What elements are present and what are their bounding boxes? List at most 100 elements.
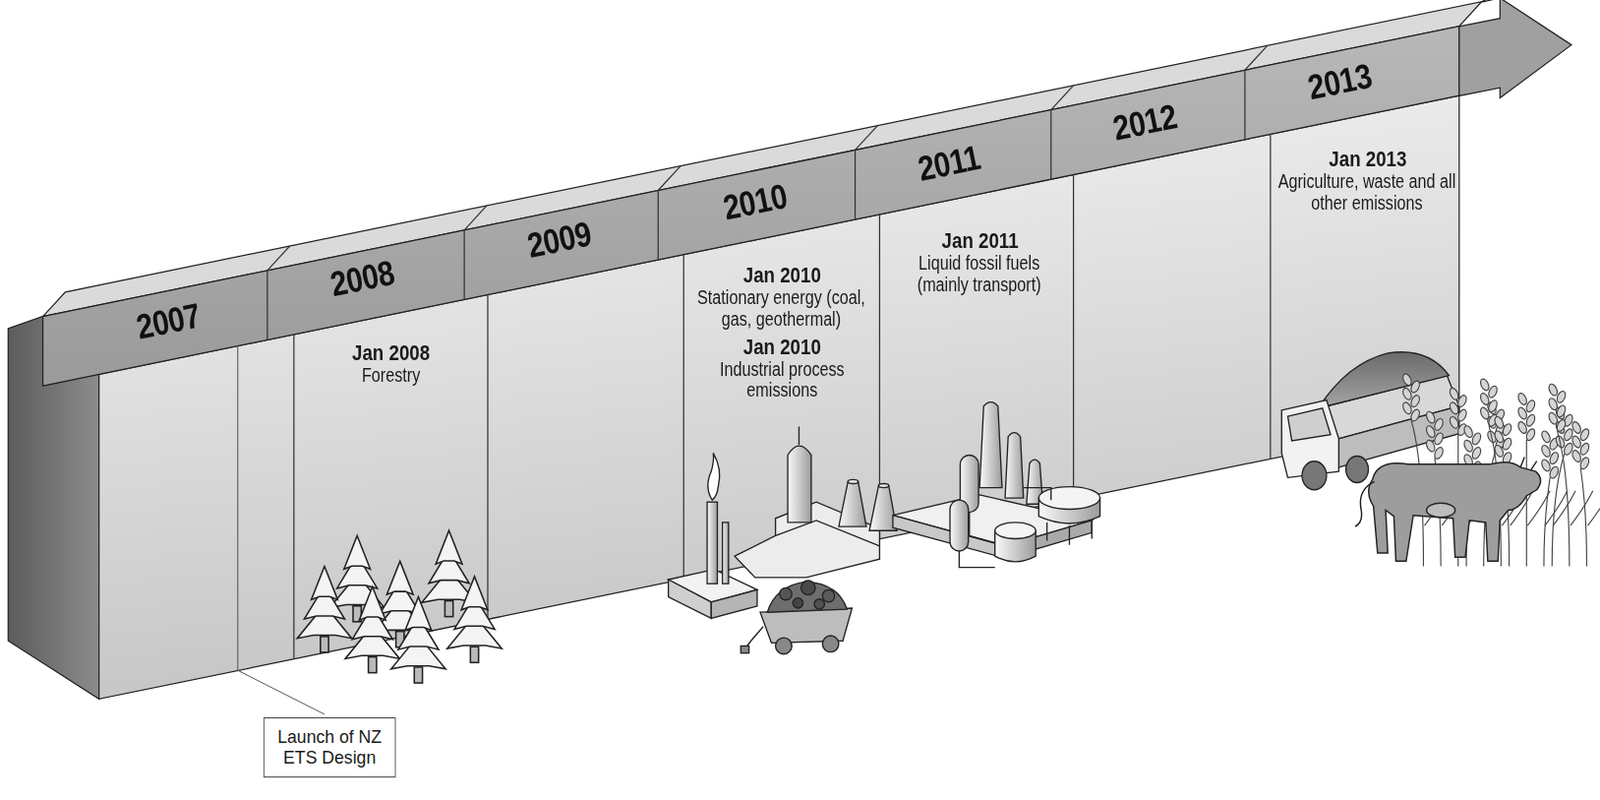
forestry-trees-part	[435, 530, 463, 564]
factory-illustration-part	[801, 580, 817, 595]
wheat-crop-part	[1551, 453, 1564, 566]
wheat-crop-part	[1526, 439, 1528, 567]
wheat-crop-part	[1471, 431, 1483, 446]
refinery-illustration-part	[1023, 487, 1052, 500]
year-dividers-part	[464, 205, 487, 231]
year-dividers-part	[1269, 133, 1271, 459]
refinery-illustration-part	[1068, 525, 1070, 545]
year-dividers-part	[1244, 69, 1245, 140]
year-dividers-part	[683, 254, 685, 580]
wheat-crop-part	[1546, 411, 1559, 425]
factory-illustration-part	[878, 483, 889, 488]
wheat-crop-part	[1456, 408, 1469, 422]
sector-description: Agriculture, waste and all other emissio…	[1276, 171, 1459, 214]
wheat-crop-part	[1432, 445, 1445, 460]
wheat-crop-part	[1409, 379, 1422, 394]
factory-illustration-part	[814, 598, 825, 609]
wheat-crop-part	[1516, 406, 1529, 420]
year-dividers-part	[1050, 110, 1052, 180]
year-dividers	[267, 45, 1271, 658]
wheat-crop-part	[1448, 414, 1461, 429]
factory-illustration-part	[787, 445, 812, 523]
forestry-trees-part	[311, 566, 339, 600]
cow-part	[1426, 502, 1456, 518]
factory-illustration	[668, 425, 897, 653]
wheat-crop-part	[1540, 429, 1552, 444]
forestry-trees	[296, 530, 502, 683]
factory-illustration-part	[779, 587, 792, 599]
refinery-illustration-part	[949, 499, 969, 551]
sector-date: Jan 2011	[902, 228, 1057, 253]
wheat-crop-part	[1547, 450, 1560, 465]
strip-front	[43, 26, 1460, 387]
strip-top	[43, 1, 1482, 317]
forestry-trees-part	[320, 636, 329, 652]
arrow-top	[1481, 0, 1511, 2]
wheat-crop-part	[1432, 431, 1445, 446]
sector-description: Liquid fossil fuels (mainly transport)	[897, 252, 1062, 296]
wheat-crop-part	[1516, 419, 1529, 434]
wheat-crop-part	[1570, 419, 1583, 434]
callout-box: Launch of NZ ETS Design	[263, 716, 397, 777]
factory-illustration-part	[722, 522, 729, 584]
waste-truck-part	[1346, 456, 1369, 483]
factory-illustration-part	[798, 425, 800, 445]
wheat-crop-part	[1492, 414, 1505, 429]
forestry-trees-part	[405, 596, 432, 631]
sector-panel-text: Jan 2010Stationary energy (coal, gas, ge…	[669, 258, 894, 402]
sector-description: Industrial process emissions	[705, 358, 859, 402]
wheat-crop-part	[1479, 391, 1491, 406]
wheat-crop-part	[1552, 490, 1576, 526]
refinery-illustration-part	[1005, 432, 1024, 498]
wheat-crop-part	[1432, 416, 1445, 431]
year-dividers-part	[463, 230, 465, 300]
wheat-crop-part	[1570, 434, 1583, 449]
forestry-trees-part	[444, 600, 453, 617]
cow-part	[1355, 480, 1375, 527]
factory-illustration-part	[760, 607, 852, 643]
wheat-crop-part	[1556, 430, 1569, 567]
waste-truck-part	[1318, 352, 1450, 409]
year-dividers-part	[855, 125, 879, 151]
wheat-crop-part	[1579, 427, 1592, 442]
year-dividers-part	[486, 294, 488, 619]
wheat-crop-part	[1486, 384, 1499, 399]
refinery-illustration	[892, 402, 1101, 568]
wheat-crop-part	[1540, 443, 1552, 458]
sector-date: Jan 2010	[705, 334, 859, 359]
year-dividers-part	[1051, 85, 1074, 111]
refinery-illustration-part	[1091, 521, 1093, 539]
wheat-crop-part	[1501, 436, 1514, 451]
factory-illustration-part	[822, 589, 834, 601]
refinery-illustration-part	[1046, 522, 1048, 541]
cow-part	[1368, 462, 1541, 562]
wheat-crop-part	[1479, 406, 1491, 420]
wheat-crop-part	[1579, 456, 1592, 471]
wheat-crop-part	[1424, 438, 1437, 453]
wheat-crop-part	[1424, 423, 1437, 438]
wheat-crop-part	[1580, 468, 1587, 567]
year-dividers-part	[854, 149, 856, 220]
year-dividers-part	[1072, 174, 1074, 499]
wheat-crop-part	[1409, 408, 1422, 422]
wheat-crop-part	[1401, 372, 1414, 387]
timeline-arrow-head	[1459, 0, 1572, 99]
wheat-crop-part	[1525, 399, 1538, 414]
wheat-crop-part	[1492, 443, 1505, 458]
wheat-crop-part	[1462, 438, 1475, 453]
wheat-crop-part	[1462, 423, 1475, 438]
wheat-crop-part	[1401, 401, 1414, 415]
refinery-illustration-part	[969, 512, 996, 543]
wheat-crop-part	[1486, 399, 1499, 414]
forestry-trees-part	[344, 534, 371, 569]
wheat-crop-part	[1424, 410, 1437, 424]
refinery-illustration-part	[892, 515, 1006, 559]
sector-date: Jan 2008	[329, 340, 453, 365]
forestry-trees-part	[358, 586, 386, 620]
year-dividers-part	[293, 334, 295, 659]
refinery-illustration-part	[995, 522, 1037, 539]
factory-illustration-part	[711, 589, 758, 618]
forestry-trees-part	[461, 576, 488, 610]
forestry-trees-part	[470, 646, 478, 662]
